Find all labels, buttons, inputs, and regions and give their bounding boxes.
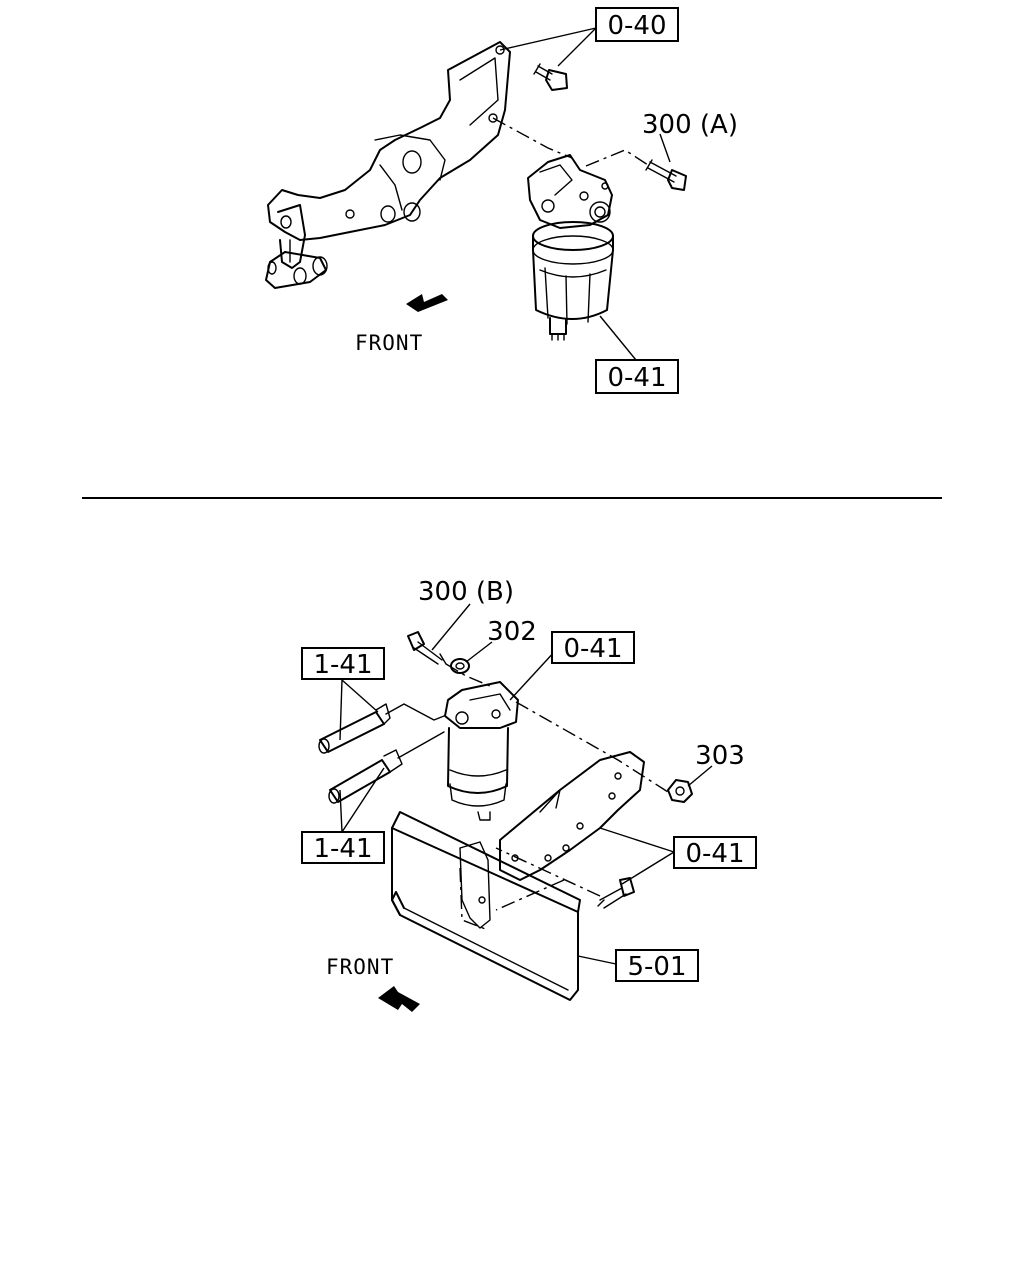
front-arrow-lower: [378, 986, 420, 1012]
leader-300a: [659, 133, 671, 163]
callout-0-41-upper: 0-41: [595, 359, 679, 394]
hose-pipe-upper: [385, 703, 445, 721]
callout-0-41-bracket-text: 0-41: [685, 839, 744, 869]
callout-302-text: 302: [487, 617, 537, 647]
callout-0-41-upper-text: 0-41: [607, 363, 666, 393]
callout-300a-text: 300 (A): [642, 110, 738, 140]
fuel-filter-lower: [444, 681, 519, 821]
filter-bracket: [459, 751, 645, 929]
centerline-bolt-a: [585, 149, 649, 167]
leader-302: [465, 641, 493, 663]
callout-0-41-bracket: 0-41: [673, 836, 757, 869]
centerline-nut: [515, 701, 669, 793]
front-label-lower: FRONT: [326, 955, 394, 979]
centerline-bolt-b: [445, 663, 491, 687]
bolt-b: [407, 631, 447, 665]
callout-5-01: 5-01: [615, 949, 699, 982]
leader-0-41-upper: [599, 315, 637, 361]
callout-0-40: 0-40: [595, 7, 679, 42]
lower-view: 300 (B) 302 0-41 1-41 1-41 303 0-41 5-01…: [301, 577, 757, 1012]
hose-pipe-lower: [397, 731, 445, 759]
callout-1-41-lower-text: 1-41: [313, 834, 372, 864]
callout-0-41-head: 0-41: [551, 631, 635, 664]
bolt-a: [645, 159, 687, 191]
leader-5-01: [577, 955, 617, 965]
hose-upper: [318, 703, 391, 754]
centerline-bracket-bolt: [492, 117, 573, 159]
engine-bracket: [265, 41, 511, 289]
leader-300b: [431, 603, 471, 651]
bracket-bolt: [533, 63, 568, 91]
frame-channel: [391, 811, 581, 1001]
callout-5-01-text: 5-01: [627, 952, 686, 982]
front-arrow-upper: [406, 294, 448, 312]
washer: [450, 658, 470, 674]
callout-1-41-lower: 1-41: [301, 831, 385, 864]
upper-view: 0-40 300 (A) 0-41 FRONT: [265, 7, 738, 394]
leader-1-41-upper: [339, 679, 379, 741]
leader-303: [687, 765, 713, 787]
leader-0-41-bracket: [599, 827, 675, 885]
callout-0-41-head-text: 0-41: [563, 634, 622, 664]
callout-1-41-upper: 1-41: [301, 647, 385, 680]
front-label-upper: FRONT: [355, 331, 423, 355]
callout-300b-text: 300 (B): [418, 577, 514, 607]
fuel-filter-upper: [527, 154, 614, 341]
leader-0-40: [499, 27, 597, 67]
centerline-frame: [459, 847, 601, 931]
leader-1-41-lower: [339, 767, 385, 833]
callout-1-41-upper-text: 1-41: [313, 650, 372, 680]
leader-0-41-head: [509, 649, 557, 701]
nut: [667, 779, 693, 803]
callout-303-text: 303: [695, 741, 745, 771]
bracket-bolt-lower: [597, 877, 635, 909]
callout-0-40-text: 0-40: [607, 11, 666, 41]
